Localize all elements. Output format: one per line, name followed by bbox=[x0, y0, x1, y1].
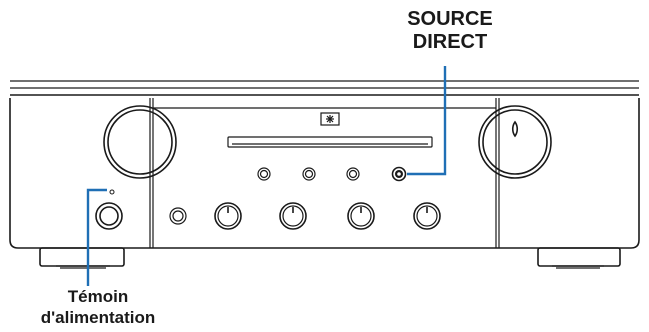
power-indicator-line-1: Témoin bbox=[67, 287, 129, 306]
power-indicator-leader-line bbox=[86, 188, 107, 286]
source-direct-leader-line bbox=[407, 66, 447, 176]
round-button-1[interactable] bbox=[257, 167, 271, 181]
tone-knob-1[interactable] bbox=[214, 202, 242, 230]
round-button-3[interactable] bbox=[346, 167, 360, 181]
power-indicator-line-2: d'alimentation bbox=[40, 308, 156, 327]
asterisk-icon bbox=[326, 115, 334, 123]
power-indicator-callout: Témoin d'alimentation bbox=[28, 286, 168, 328]
source-direct-line-1: SOURCE bbox=[407, 8, 493, 30]
right-foot bbox=[537, 247, 621, 269]
source-direct-button[interactable] bbox=[391, 166, 407, 182]
mode-buttons bbox=[257, 166, 407, 182]
headphone-jack[interactable] bbox=[169, 207, 187, 225]
chassis bbox=[9, 80, 640, 249]
source-direct-callout: SOURCE DIRECT bbox=[360, 8, 540, 54]
input-selector-knob[interactable] bbox=[103, 105, 177, 179]
tone-knob-2[interactable] bbox=[279, 202, 307, 230]
disc-tray bbox=[227, 112, 433, 148]
power-indicator-led bbox=[109, 189, 115, 195]
tone-knob-4[interactable] bbox=[413, 202, 441, 230]
volume-knob[interactable] bbox=[478, 105, 552, 179]
tone-knob-3[interactable] bbox=[347, 202, 375, 230]
power-button[interactable] bbox=[95, 202, 123, 230]
left-foot bbox=[39, 247, 125, 269]
source-direct-line-2: DIRECT bbox=[412, 31, 488, 53]
round-button-2[interactable] bbox=[302, 167, 316, 181]
